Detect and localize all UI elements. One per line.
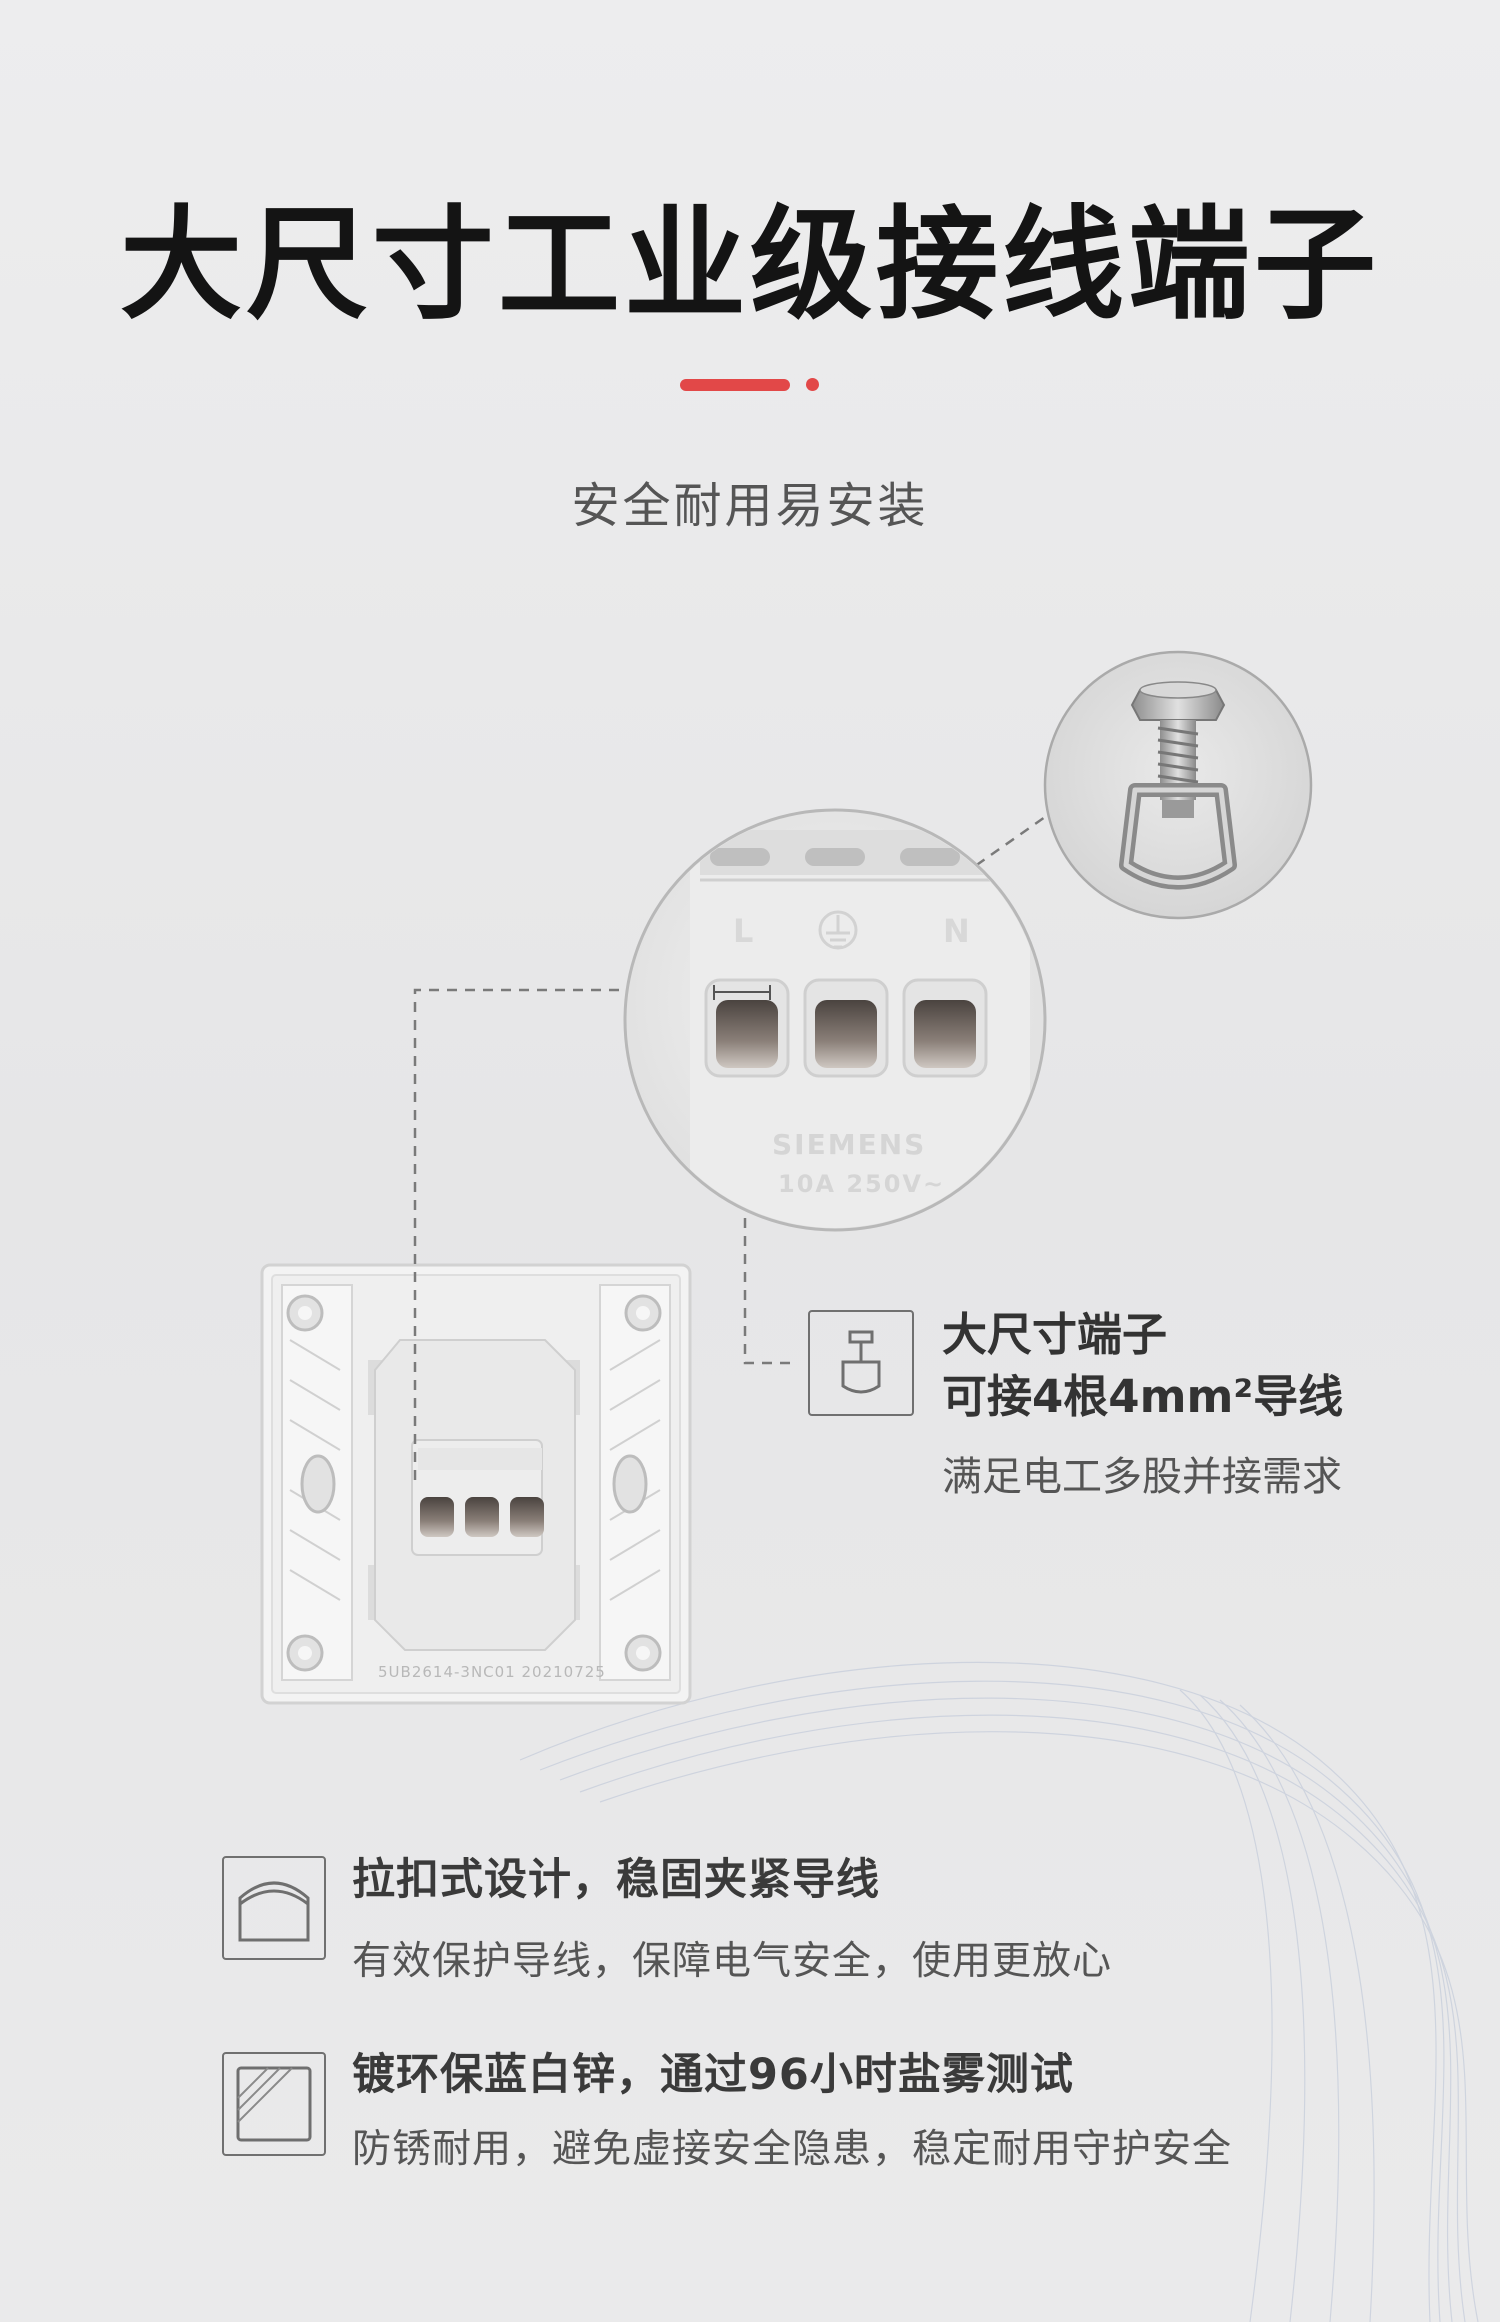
model-code-marking: 5UB2614-3NC01 20210725 [378, 1663, 606, 1681]
callout-title-line2: 可接4根4mm²导线 [942, 1370, 1344, 1423]
switch-plate [260, 1263, 692, 1705]
terminal-label-n: N [943, 912, 972, 950]
callout-title-line1: 大尺寸端子 [942, 1308, 1168, 1361]
page-subtitle: 安全耐用易安装 [571, 478, 929, 534]
terminal-screw-icon [808, 1310, 914, 1416]
page-title: 大尺寸工业级接线端子 [120, 194, 1380, 336]
terminal-label-l: L [733, 912, 756, 950]
feature-1-title: 拉扣式设计，稳固夹紧导线 [352, 1855, 880, 1905]
plated-plate-icon [222, 2052, 326, 2156]
accent-dot [806, 378, 819, 391]
feature-2-title: 镀环保蓝白锌，通过96小时盐雾测试 [352, 2050, 1074, 2100]
callout-description: 满足电工多股并接需求 [942, 1454, 1342, 1500]
terminal-zoom-circle [623, 808, 1047, 1232]
feature-1-description: 有效保护导线，保障电气安全，使用更放心 [352, 1939, 1113, 1984]
accent-dash [680, 379, 790, 391]
rating-marking: 10A 250V~ [778, 1170, 946, 1198]
clamp-icon [222, 1856, 326, 1960]
feature-2-description: 防锈耐用，避免虚接安全隐患，稳定耐用守护安全 [352, 2127, 1233, 2172]
brand-marking: SIEMENS [772, 1128, 927, 1161]
screw-zoom-circle [1043, 650, 1313, 920]
